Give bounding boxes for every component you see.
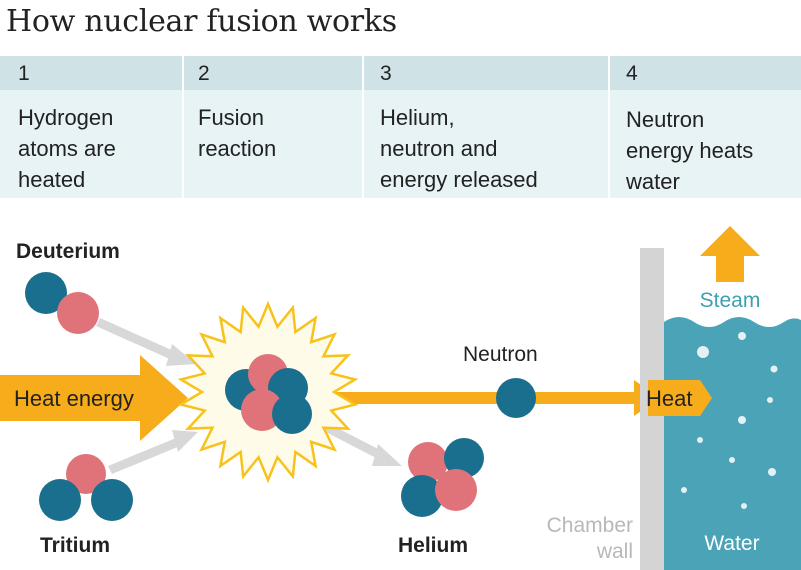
bubble: [767, 397, 773, 403]
helium-proton: [408, 442, 448, 482]
step-divider: [362, 56, 364, 198]
fused-nucleus: [225, 354, 312, 434]
helium-neutron: [401, 475, 443, 517]
nucleus-neutron: [272, 394, 312, 434]
neutron-label: Neutron: [463, 343, 538, 366]
step-4-text: Neutron energy heats water: [626, 107, 754, 194]
deuterium-arrow: [96, 318, 176, 360]
step-4: 4 Neutron energy heats water: [610, 56, 801, 198]
tritium-neutron: [39, 479, 81, 521]
water-bubbles: [681, 332, 778, 509]
bubble: [681, 487, 687, 493]
bubble: [770, 365, 778, 373]
step-4-number: 4: [626, 62, 638, 85]
steam-label: Steam: [700, 289, 761, 312]
step-1: 1 Hydrogen atoms are heated: [0, 56, 182, 198]
chamber-wall-label-line1: Chamber: [547, 514, 633, 537]
tritium-arrow: [108, 438, 180, 474]
step-2: 2 Fusion reaction: [184, 56, 362, 198]
step-1-text: Hydrogen atoms are heated: [18, 105, 116, 192]
water-label: Water: [704, 532, 759, 555]
bubble: [738, 332, 746, 340]
neutron-particle: [496, 378, 536, 418]
helium-proton: [435, 469, 477, 511]
chamber-wall-label-line2: wall: [596, 540, 633, 563]
bubble: [768, 468, 776, 476]
page-title: How nuclear fusion works: [6, 4, 397, 39]
helium-label: Helium: [398, 534, 468, 557]
step-2-number: 2: [198, 62, 210, 85]
step-divider: [182, 56, 184, 198]
bubble: [697, 346, 709, 358]
step-3: 3 Helium, neutron and energy released: [364, 56, 608, 198]
bubble: [697, 437, 703, 443]
helium-neutron: [444, 438, 484, 478]
step-divider: [608, 56, 610, 198]
nucleus-proton: [241, 389, 283, 431]
steps-panel: 1 Hydrogen atoms are heated 2 Fusion rea…: [0, 56, 801, 198]
bubble: [741, 503, 747, 509]
heat-label: Heat: [646, 386, 692, 411]
tritium-neutron: [91, 479, 133, 521]
step-3-text: Helium, neutron and energy released: [380, 105, 538, 192]
tritium-arrowhead: [172, 430, 198, 452]
deuterium-atom: [25, 272, 99, 334]
helium-arrowhead: [372, 444, 402, 466]
tritium-proton: [66, 454, 106, 494]
neutron-path: [300, 392, 638, 404]
heat-energy-arrow: [0, 355, 188, 441]
bubble: [729, 457, 735, 463]
tritium-label: Tritium: [40, 534, 110, 557]
step-number-bar: [0, 56, 801, 90]
deuterium-proton: [57, 292, 99, 334]
helium-atom: [401, 438, 484, 517]
step-3-number: 3: [380, 62, 392, 85]
heat-arrow: [648, 380, 712, 416]
deuterium-arrowhead: [166, 344, 196, 366]
bubble: [738, 416, 746, 424]
deuterium-label: Deuterium: [16, 240, 120, 263]
step-1-number: 1: [18, 62, 30, 85]
tritium-atom: [39, 454, 133, 521]
deuterium-neutron: [25, 272, 67, 314]
steam-arrow-icon: [700, 226, 760, 282]
heat-energy-label: Heat energy: [14, 386, 134, 411]
step-2-text: Fusion reaction: [198, 105, 277, 161]
